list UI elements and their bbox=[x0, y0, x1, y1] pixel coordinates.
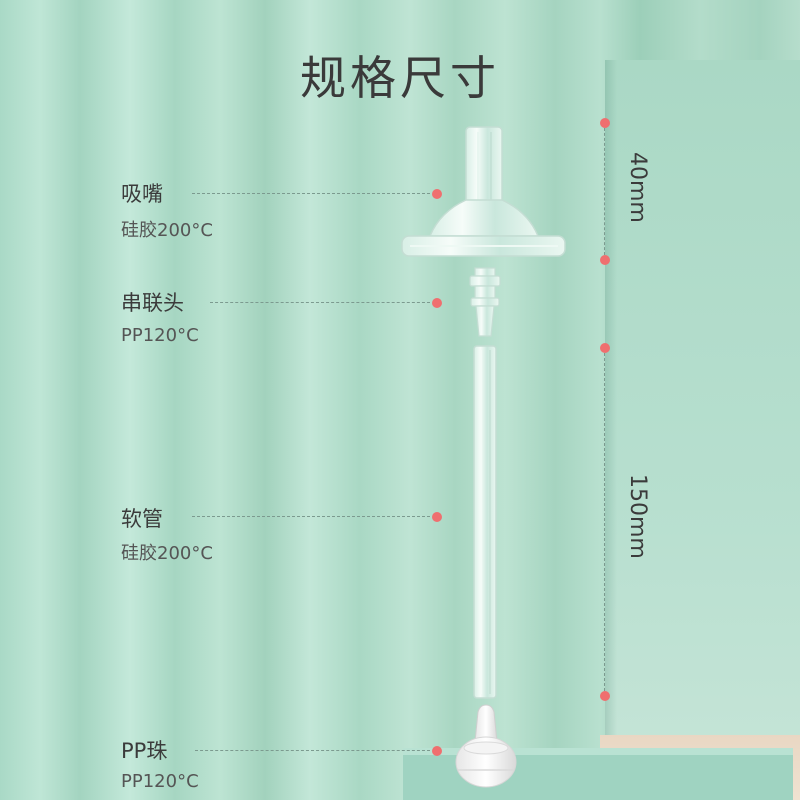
connector bbox=[469, 267, 501, 337]
pp-ball bbox=[455, 704, 517, 788]
leader-line bbox=[192, 516, 430, 517]
hose bbox=[473, 345, 497, 699]
leader-line bbox=[192, 193, 430, 194]
dimension-line-40 bbox=[604, 123, 605, 260]
part-material-connector: PP120°C bbox=[121, 325, 199, 346]
dimension-dot bbox=[600, 691, 610, 701]
part-material-hose: 硅胶200°C bbox=[121, 543, 213, 564]
wall-shadow bbox=[605, 60, 617, 800]
dimension-dot bbox=[600, 343, 610, 353]
marker-dot bbox=[432, 512, 442, 522]
dimension-dot bbox=[600, 255, 610, 265]
dimension-label-40: 40mm bbox=[625, 152, 650, 223]
part-label-ball: PP珠 bbox=[121, 739, 168, 763]
part-label-mouthpiece: 吸嘴 bbox=[121, 182, 163, 206]
mouthpiece bbox=[401, 126, 566, 257]
leader-line bbox=[210, 302, 430, 303]
dimension-label-150: 150mm bbox=[625, 474, 650, 559]
marker-dot bbox=[432, 298, 442, 308]
part-material-ball: PP120°C bbox=[121, 771, 199, 792]
pedestal-top bbox=[403, 748, 793, 757]
wall-block bbox=[605, 60, 800, 800]
part-label-hose: 软管 bbox=[121, 507, 163, 531]
leader-line bbox=[195, 750, 430, 751]
part-label-connector: 串联头 bbox=[121, 291, 184, 315]
marker-dot bbox=[432, 746, 442, 756]
dimension-dot bbox=[600, 118, 610, 128]
page-title: 规格尺寸 bbox=[300, 51, 500, 105]
marker-dot bbox=[432, 189, 442, 199]
part-material-mouthpiece: 硅胶200°C bbox=[121, 220, 213, 241]
dimension-line-150 bbox=[604, 348, 605, 696]
